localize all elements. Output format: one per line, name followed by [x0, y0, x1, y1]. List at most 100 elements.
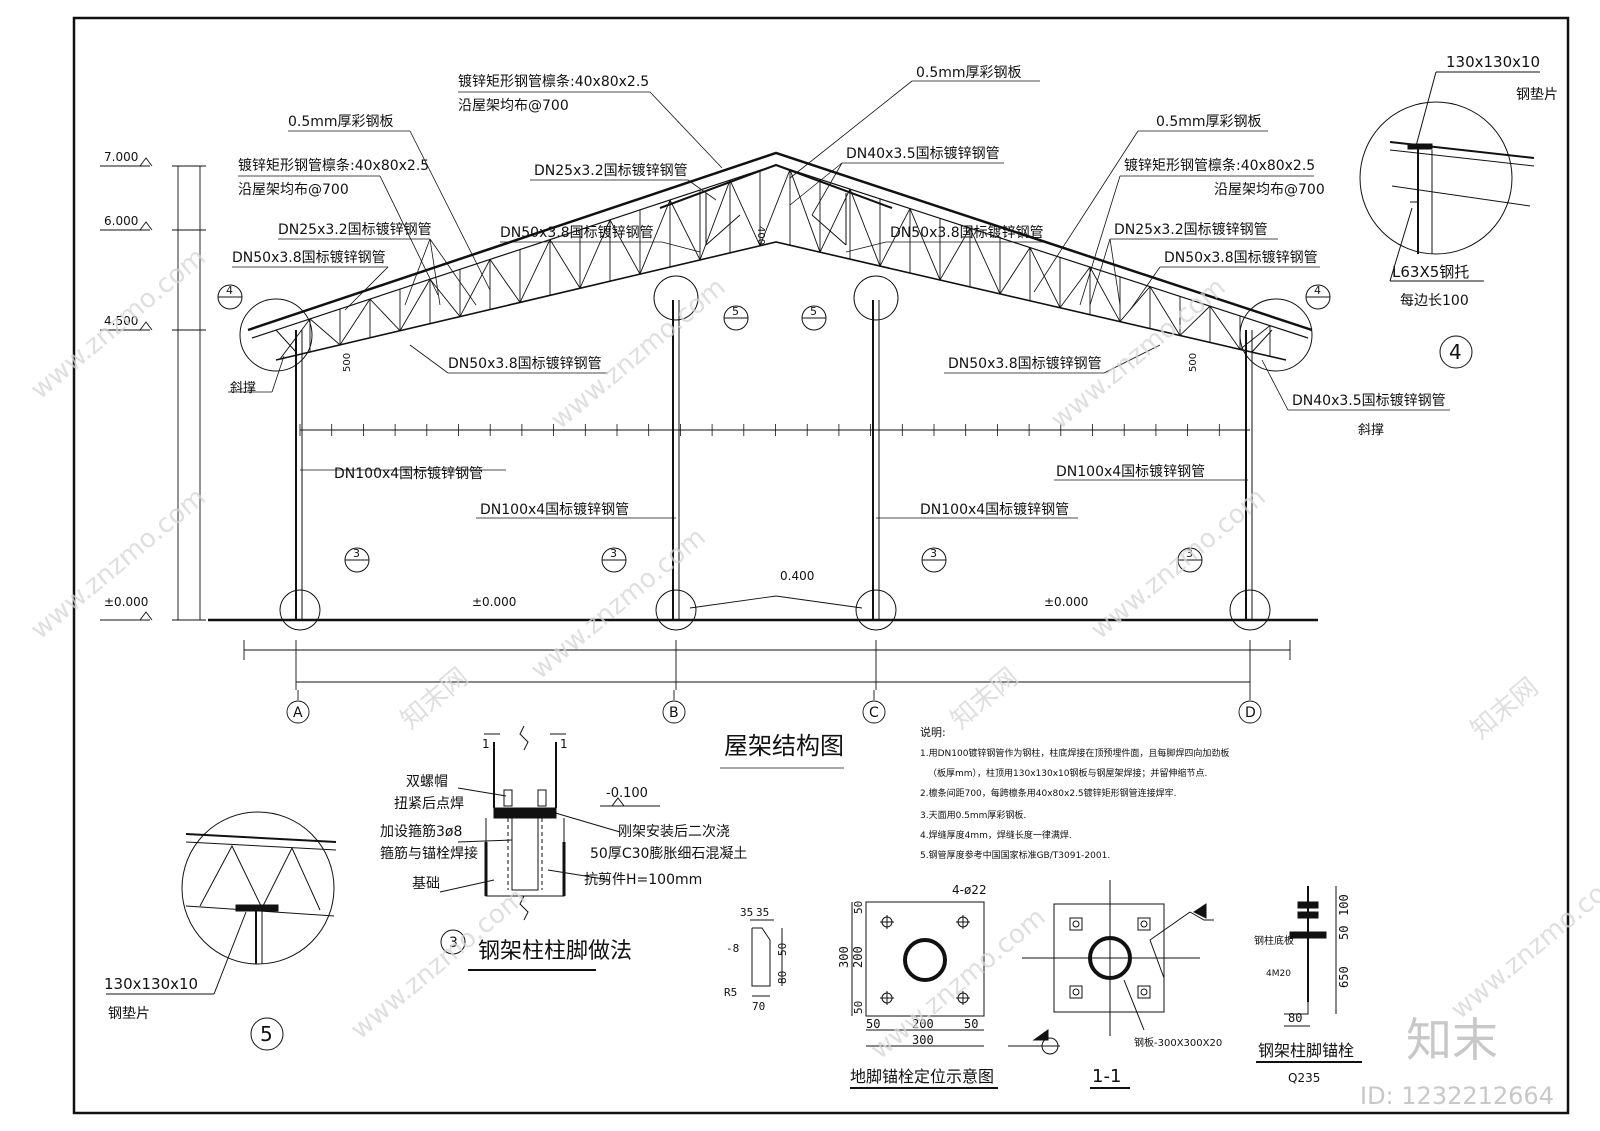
stiff-50: 50: [776, 943, 789, 956]
d5-plate: 130x130x10: [104, 975, 198, 993]
d3-grout2: 50厚C30膨胀细石混凝土: [590, 845, 747, 862]
ref3-c: 3: [930, 547, 937, 560]
label-purlin-right-sub: 沿屋架均布@700: [1214, 182, 1325, 198]
stiff-35b: 35: [756, 906, 769, 919]
section-1-1: [1008, 880, 1214, 1089]
d3-level: -0.100: [606, 786, 648, 801]
wm-2: www.znzmo.com: [25, 482, 211, 645]
ref5-left: 5: [732, 305, 739, 318]
ref5-right: 5: [810, 305, 817, 318]
ap-holes-label: 4-ø22: [952, 883, 987, 897]
label-dn50-right-top: DN50x3.8国标镀锌钢管: [1164, 249, 1318, 266]
ref4-right: 4: [1314, 284, 1321, 297]
stiff-r5: R5: [724, 986, 737, 999]
note-1: 1.用DN100镀锌钢管作为钢柱，柱底焊接在顶预埋件面，且每脚焊四向加劲板: [920, 747, 1229, 759]
elevation-scale: [100, 157, 206, 621]
drawing-title: 屋架结构图: [724, 732, 844, 760]
elev-7: 7.000: [104, 150, 138, 164]
label-truss-depth-left: 500: [342, 353, 353, 372]
leader-lines: [228, 80, 1450, 519]
label-sheet-right: 0.5mm厚彩钢板: [1156, 114, 1262, 130]
ap-50a: 50: [852, 901, 865, 914]
d3-double-nut: 双螺帽: [406, 774, 448, 790]
ap-200v: 200: [851, 946, 865, 968]
ap-50b: 50: [852, 1001, 865, 1014]
floor-level-a: ±0.000: [472, 595, 516, 609]
label-dn50-left-bottom: DN50x3.8国标镀锌钢管: [448, 355, 602, 372]
ref3-a: 3: [353, 547, 360, 560]
d3-weld: 扭紧后点焊: [394, 796, 464, 812]
d4-plate-sub: 钢垫片: [1516, 87, 1558, 103]
detail-4: [1359, 71, 1540, 369]
wm-1: www.znzmo.com: [25, 242, 211, 405]
label-dn100-right: DN100x4国标镀锌钢管: [1056, 463, 1205, 480]
label-dn50-right-bottom: DN50x3.8国标镀锌钢管: [948, 355, 1102, 372]
label-purlin-center-sub: 沿屋架均布@700: [458, 98, 569, 114]
ref3-b: 3: [610, 547, 617, 560]
label-ridge-height: 400: [755, 226, 766, 245]
note-5: 5.钢管厚度参考中国国家标准GB/T3091-2001.: [920, 849, 1110, 861]
d4-plate: 130x130x10: [1446, 53, 1540, 71]
label-sheet-center: 0.5mm厚彩钢板: [916, 65, 1022, 81]
d4-angle: L63X5钢托: [1392, 263, 1469, 281]
label-dn50-left-top: DN50x3.8国标镀锌钢管: [232, 249, 386, 266]
label-dn100-center-right: DN100x4国标镀锌钢管: [920, 501, 1069, 518]
watermarks: www.znzmo.com www.znzmo.com www.znzmo.co…: [25, 242, 1600, 1065]
stiff-70: 70: [752, 1000, 765, 1013]
ab-100: 100: [1337, 894, 1351, 916]
wm-4: www.znzmo.com: [525, 522, 711, 685]
label-dn25-right: DN25x3.2国标镀锌钢管: [1114, 221, 1268, 238]
ab-base: 钢柱底板: [1254, 934, 1294, 947]
note-2: 2.檩条间距700，每跨檩条用40x80x2.5镀锌矩形钢管连接焊牢.: [920, 787, 1177, 799]
notes-heading: 说明:: [920, 725, 946, 739]
label-purlin-left: 镀锌矩形钢管檩条:40x80x2.5: [238, 157, 429, 174]
d3-foundation: 基础: [412, 875, 440, 892]
elev-45: 4.500: [104, 314, 138, 328]
label-dn25-left: DN25x3.2国标镀锌钢管: [278, 221, 432, 238]
axis-c: C: [869, 705, 879, 721]
anchor-bolt: [1256, 886, 1362, 1063]
stiffener-detail: [750, 919, 783, 997]
detail-5: [106, 811, 337, 1051]
detail-3: [439, 725, 660, 971]
label-truss-depth-right: 500: [1188, 353, 1199, 372]
ab-material: Q235: [1288, 1071, 1320, 1085]
label-dn40-right: DN40x3.5国标镀锌钢管: [1292, 392, 1446, 409]
label-dn100-center-left: DN100x4国标镀锌钢管: [480, 501, 629, 518]
ab-80: 80: [1288, 1011, 1302, 1025]
d4-angle-sub: 每边长100: [1400, 293, 1469, 309]
d3-section-right: 1: [560, 737, 568, 751]
axis-d: D: [1245, 705, 1256, 721]
ref3-d: 3: [1186, 547, 1193, 560]
note-4: 4.焊缝厚度4mm，焊缝长度一律满焊.: [920, 829, 1072, 841]
wm-9: www.znzmo.com: [1445, 862, 1600, 1025]
ab-bolt: 4M20: [1266, 969, 1291, 979]
note-3: 3.天面用0.5mm厚彩钢板.: [920, 809, 1026, 821]
label-purlin-right: 镀锌矩形钢管檩条:40x80x2.5: [1124, 157, 1315, 174]
ref4-left: 4: [226, 284, 233, 297]
d3-stirrup: 加设箍筋3ø8: [380, 823, 462, 840]
ab-50: 50: [1337, 926, 1351, 940]
ap-title: 地脚锚栓定位示意图: [850, 1067, 994, 1086]
anchor-plan: [850, 901, 998, 1089]
floor-level-b: ±0.000: [1044, 595, 1088, 609]
ap-300v: 300: [837, 946, 851, 968]
ap-50h1: 50: [866, 1017, 880, 1031]
wm-11: 知末网: [395, 662, 474, 735]
axis-dimensions: [243, 640, 1291, 724]
d3-title: 钢架柱柱脚做法: [478, 939, 632, 964]
ap-300h: 300: [912, 1033, 934, 1047]
watermark-logo: 知末: [1406, 1013, 1498, 1067]
ap-50h2: 50: [964, 1017, 978, 1031]
s11-plate: 钢板-300X300X20: [1134, 1036, 1222, 1049]
note-1b: （板厚mm），柱顶用130x130x10钢板与钢屋架焊接；并留伸缩节点.: [928, 767, 1207, 779]
label-dn25-center: DN25x3.2国标镀锌钢管: [534, 162, 688, 179]
wm-3: www.znzmo.com: [545, 272, 731, 435]
label-dn50-center-right: DN50x3.8国标镀锌钢管: [890, 224, 1044, 241]
ab-title: 钢架柱脚锚栓: [1258, 1041, 1354, 1060]
stiff-8: -8: [726, 942, 739, 955]
wm-10: 知末网: [1465, 672, 1544, 745]
d5-plate-sub: 钢垫片: [108, 1006, 150, 1022]
label-sheet-left: 0.5mm厚彩钢板: [288, 114, 394, 130]
